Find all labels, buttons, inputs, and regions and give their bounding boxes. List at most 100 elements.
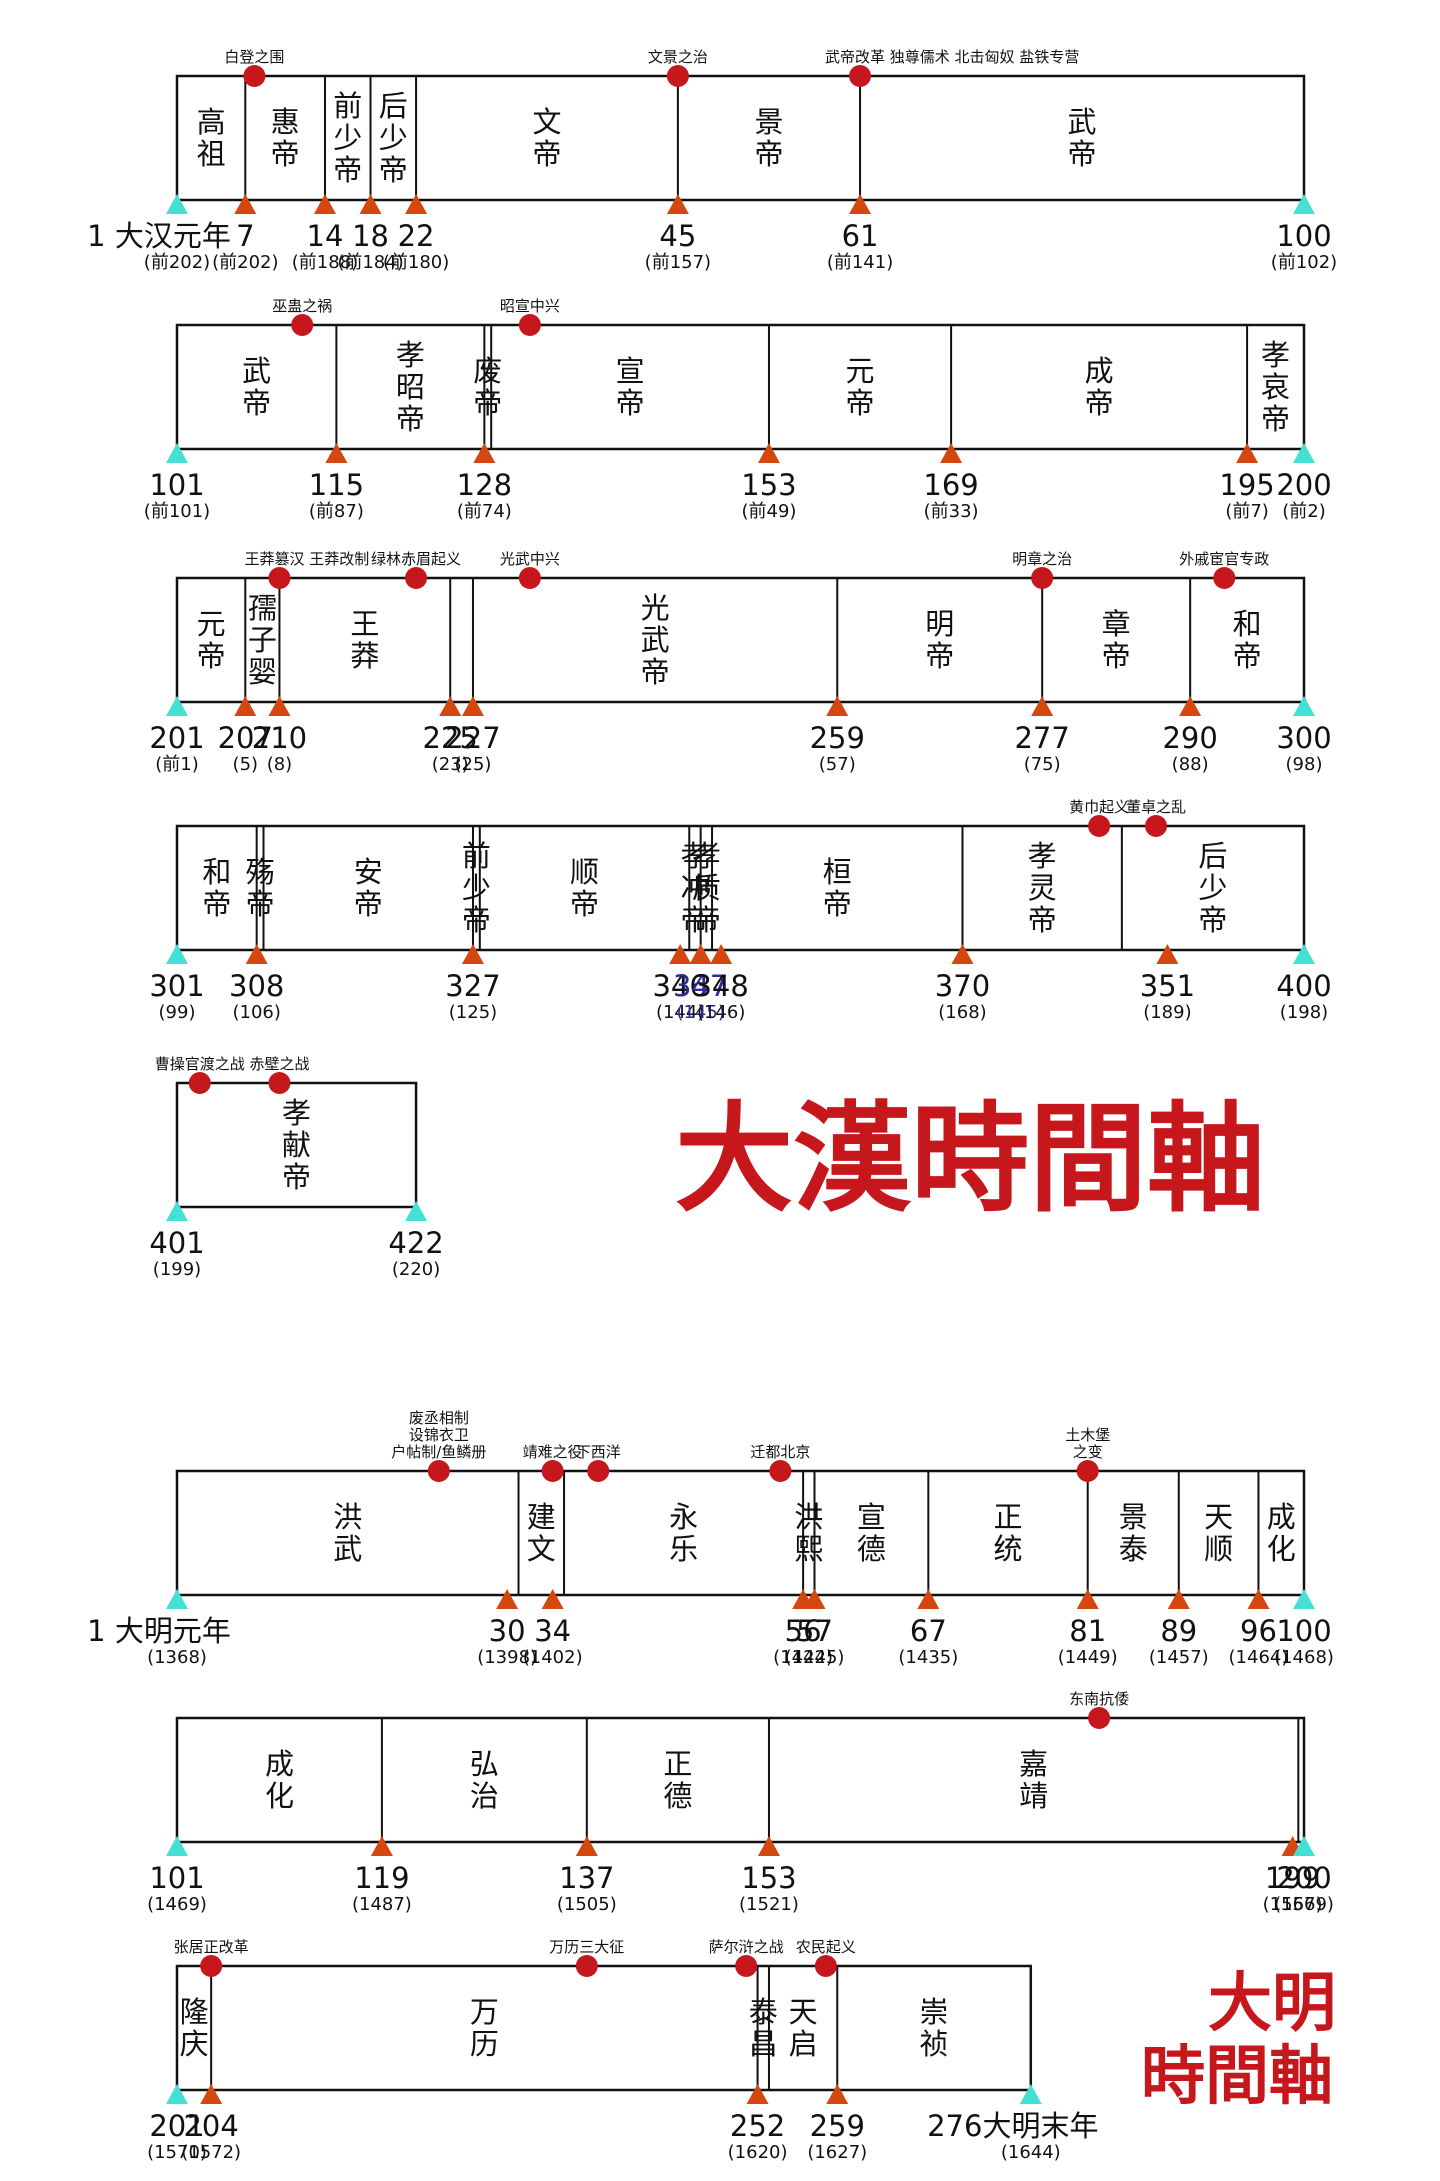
reign-name: 成帝 (1085, 354, 1114, 420)
tick-number: 348 (693, 969, 748, 1003)
event-label: 土木堡之变 (1065, 1426, 1110, 1461)
reign-start-marker (496, 1589, 519, 1609)
reign-start-marker (757, 1836, 780, 1856)
tick-year: (57) (819, 754, 856, 775)
tick-number: 327 (445, 969, 500, 1003)
reign-start-marker (313, 194, 336, 214)
timeline-bar (175, 74, 1306, 202)
tick-number: 61 (842, 219, 879, 253)
tick-number: 1 大汉元年 (87, 219, 231, 253)
reign-name: 废帝 (473, 354, 502, 420)
han-timeline: 高祖惠帝前少帝后少帝文帝景帝武帝白登之围文景之治武帝改革 独尊儒术 北击匈奴 盐… (87, 48, 1337, 1280)
event-label: 萨尔浒之战 (709, 1938, 784, 1956)
endpoint-marker (166, 696, 188, 716)
tick-number: 204 (183, 2109, 238, 2143)
event-marker (1213, 567, 1236, 589)
reign-start-marker (757, 443, 780, 463)
reign-name: 嘉靖 (1019, 1747, 1048, 1813)
reign-start-marker (1156, 944, 1179, 964)
tick-number: 227 (445, 721, 500, 755)
tick-year: (1435) (898, 1647, 958, 1668)
endpoint-marker (1293, 944, 1315, 964)
reign-name: 成化 (265, 1747, 294, 1813)
tick-year: (144) (656, 1002, 704, 1023)
reign-name: 殇帝 (246, 855, 275, 921)
tick-year: (1569) (1274, 1894, 1334, 1915)
endpoint-marker (166, 2084, 188, 2104)
reign-start-marker (689, 944, 712, 964)
reign-name: 万历 (470, 1995, 499, 2061)
tick-year: (198) (1280, 1002, 1328, 1023)
reign-name: 隆庆 (180, 1995, 209, 2061)
event-label: 农民起义 (796, 1938, 856, 1956)
event-marker (405, 567, 428, 589)
endpoint-marker (1293, 443, 1315, 463)
tick-number: 195 (1219, 468, 1274, 502)
event-label: 董卓之乱 (1126, 798, 1186, 816)
tick-number: 169 (923, 468, 978, 502)
tick-number: 153 (741, 1861, 796, 1895)
tick-number: 30 (489, 1614, 526, 1648)
tick-year: (1424) (773, 1647, 833, 1668)
tick-year: (1402) (523, 1647, 583, 1668)
endpoint-marker (166, 194, 188, 214)
tick-year: (189) (1143, 1002, 1191, 1023)
tick-year: (145) (676, 1002, 724, 1023)
tick-number: 119 (354, 1861, 409, 1895)
han-row: 孝献帝曹操官渡之战赤壁之战401(199)422(220) (149, 1055, 443, 1280)
reign-name: 孝献帝 (282, 1096, 311, 1194)
reign-name: 元帝 (846, 354, 875, 420)
reign-name: 安帝 (354, 855, 383, 921)
tick-year: (1457) (1149, 1647, 1209, 1668)
reign-start-marker (234, 696, 257, 716)
tick-year: (23) (432, 754, 469, 775)
han-row: 高祖惠帝前少帝后少帝文帝景帝武帝白登之围文景之治武帝改革 独尊儒术 北击匈奴 盐… (87, 48, 1337, 273)
reign-name: 和帝 (202, 855, 231, 921)
reign-start-marker (1076, 1589, 1099, 1609)
endpoint-marker (1019, 2084, 1042, 2104)
reign-start-marker (1179, 696, 1202, 716)
tick-year: (199) (153, 1259, 201, 1280)
timeline-bar (175, 576, 1306, 704)
tick-number: 201 (149, 2109, 204, 2143)
endpoint-marker (166, 1201, 188, 1221)
han-row: 武帝孝昭帝废帝宣帝元帝成帝孝哀帝巫蛊之祸昭宣中兴101(前101)115(前87… (144, 297, 1332, 522)
reign-name: 正统 (994, 1500, 1023, 1566)
event-marker (268, 567, 291, 589)
tick-year: (88) (1172, 754, 1209, 775)
event-label: 下西洋 (576, 1443, 621, 1461)
tick-year: (99) (159, 1002, 196, 1023)
tick-year: (1425) (785, 1647, 845, 1668)
tick-number: 351 (1140, 969, 1195, 1003)
tick-year: (前49) (741, 501, 796, 522)
reign-start-marker (461, 944, 484, 964)
tick-number: 210 (252, 721, 307, 755)
endpoint-marker (405, 1201, 428, 1221)
reign-start-marker (803, 1589, 826, 1609)
tick-year: (125) (449, 1002, 497, 1023)
event-marker (518, 314, 541, 336)
endpoint-marker (166, 443, 188, 463)
event-label: 白登之围 (224, 48, 284, 66)
reign-start-marker (951, 944, 974, 964)
reign-name: 孝灵帝 (1028, 839, 1057, 937)
reign-start-marker (359, 194, 382, 214)
ming-row: 洪武建文永乐洪熙宣德正统景泰天顺成化废丞相制设锦衣卫户帖制/鱼鳞册靖难之役下西洋… (87, 1409, 1334, 1668)
reign-name: 前少帝 (462, 839, 491, 937)
tick-year: (1505) (557, 1894, 617, 1915)
reign-start-marker (268, 696, 291, 716)
tick-number: 100 (1276, 1614, 1331, 1648)
reign-name: 泰昌 (749, 1995, 778, 2061)
reign-name: 洪熙 (794, 1500, 823, 1566)
tick-year: (1570) (147, 2142, 207, 2163)
tick-year: (1572) (181, 2142, 241, 2163)
ming-timeline: 洪武建文永乐洪熙宣德正统景泰天顺成化废丞相制设锦衣卫户帖制/鱼鳞册靖难之役下西洋… (87, 1409, 1334, 2163)
tick-year: (1468) (1274, 1647, 1334, 1668)
reign-name: 孝冲帝 (680, 839, 709, 937)
tick-number: 370 (935, 969, 990, 1003)
reign-name: 武帝 (242, 354, 271, 420)
tick-number: 137 (559, 1861, 614, 1895)
event-label: 外戚宦官专政 (1179, 550, 1269, 568)
event-marker (735, 1955, 758, 1977)
tick-number: 252 (730, 2109, 785, 2143)
